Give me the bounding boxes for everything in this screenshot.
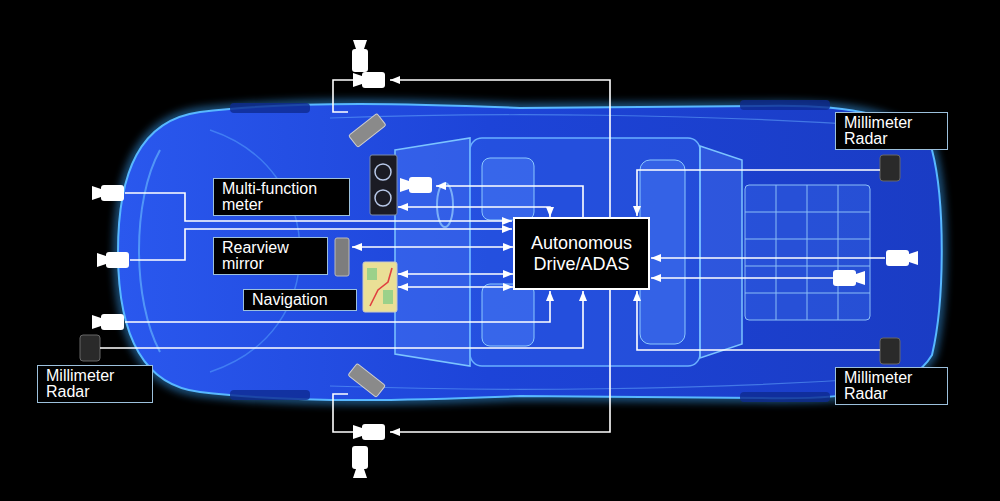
battery-pack bbox=[745, 185, 870, 320]
camera-wire bbox=[333, 80, 353, 112]
meter-gauge bbox=[375, 190, 391, 206]
radar-wire bbox=[637, 291, 880, 350]
component-label: Millimeter Radar bbox=[835, 367, 948, 405]
camera-icon bbox=[352, 446, 368, 478]
navigation-screen bbox=[363, 262, 397, 312]
radar-sensor bbox=[880, 338, 900, 364]
camera-wire bbox=[651, 277, 833, 279]
battery-outline bbox=[745, 185, 870, 320]
seat bbox=[482, 158, 534, 220]
nav-map-area bbox=[383, 290, 393, 304]
radar-sensor bbox=[880, 155, 900, 181]
component-label-box: Millimeter Radar bbox=[835, 367, 948, 405]
controller-box: Autonomous Drive/ADAS bbox=[513, 217, 650, 290]
component-label-box: Rearview mirror bbox=[213, 237, 352, 276]
car-glow bbox=[118, 104, 942, 400]
component-label-box: Millimeter Radar bbox=[835, 112, 948, 150]
side-mirror bbox=[349, 113, 387, 147]
windshield bbox=[395, 138, 470, 366]
wheel bbox=[230, 390, 310, 400]
camera-icon bbox=[353, 72, 385, 88]
component-label-box: Navigation bbox=[243, 262, 398, 313]
camera-icon bbox=[833, 270, 865, 286]
wheel bbox=[230, 103, 310, 113]
rearview-mirror-icon bbox=[335, 238, 349, 276]
radar-sensor bbox=[80, 335, 100, 361]
camera-icon bbox=[92, 314, 124, 330]
car-body bbox=[118, 104, 942, 400]
meter-gauge bbox=[375, 164, 391, 180]
camera-wire bbox=[651, 257, 885, 259]
camera-wire bbox=[333, 394, 353, 432]
nav-route bbox=[370, 268, 392, 306]
component-label: Millimeter Radar bbox=[835, 112, 948, 150]
component-label-box: Millimeter Radar bbox=[37, 365, 153, 405]
controller-label: Autonomous Drive/ADAS bbox=[513, 217, 650, 290]
component-label: Millimeter Radar bbox=[37, 365, 153, 403]
component-label: Rearview mirror bbox=[213, 237, 328, 275]
battery-cells bbox=[745, 185, 870, 320]
radar-wire bbox=[637, 170, 880, 216]
side-mirror bbox=[348, 363, 386, 397]
wheel bbox=[740, 392, 830, 402]
component-label: Multi-function meter bbox=[213, 178, 350, 216]
meter-frame bbox=[370, 155, 397, 215]
nav-frame bbox=[363, 262, 397, 312]
sensor-wires bbox=[100, 80, 885, 432]
signal-connector bbox=[398, 207, 550, 217]
camera-icon bbox=[353, 424, 385, 440]
camera-icon bbox=[92, 185, 124, 201]
component-label: Navigation bbox=[243, 289, 357, 311]
camera-icon bbox=[352, 40, 368, 72]
rear-window bbox=[700, 146, 742, 358]
signal-connector bbox=[398, 286, 513, 288]
nav-map-area bbox=[367, 268, 377, 280]
camera-icon bbox=[400, 177, 432, 193]
wheel bbox=[740, 100, 830, 110]
component-label-box: Multi-function meter bbox=[213, 155, 398, 216]
camera-wire bbox=[390, 290, 610, 432]
camera-icon bbox=[886, 250, 918, 266]
cabin bbox=[470, 138, 700, 366]
meter-display bbox=[370, 155, 397, 215]
signal-connector bbox=[352, 246, 513, 248]
signal-connector bbox=[398, 273, 513, 275]
camera-icon bbox=[97, 252, 129, 268]
camera-wire bbox=[436, 186, 583, 217]
seat bbox=[482, 284, 534, 346]
camera-wire bbox=[390, 80, 610, 217]
